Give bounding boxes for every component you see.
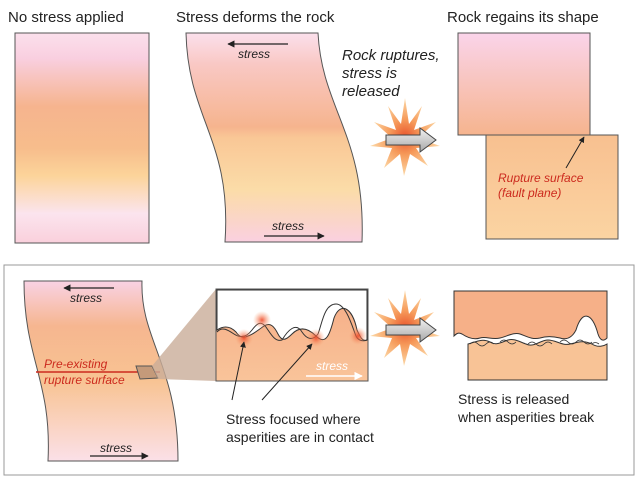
upper-rock-block [457, 32, 591, 136]
transition-arrow-icon [385, 127, 437, 153]
rupture-surface-label-line2: rupture surface [44, 373, 125, 387]
contact-pointer-1 [231, 341, 246, 401]
released-caption-line2: when asperities break [457, 409, 595, 425]
contact-point-glow-4 [349, 327, 367, 345]
fault-plane-label-line1: Rupture surface [498, 171, 584, 185]
contact-caption-line1: Stress focused where [226, 411, 361, 427]
released-caption-line1: Stress is released [458, 391, 569, 407]
panel3-title: Rock regains its shape [447, 9, 599, 26]
rupture-text-line3: released [342, 83, 400, 100]
contact-point-glow-2 [253, 311, 271, 329]
rock-stress-label-top: stress [70, 291, 102, 305]
fault-plane-pointer [565, 136, 585, 169]
faulted-rock-block [23, 280, 179, 462]
zoom-stress-label-bottom: stress [316, 359, 348, 373]
undeformed-rock-block [14, 32, 150, 244]
contact-point-glow-3 [307, 329, 325, 347]
zoom-stress-label-top: stress [226, 301, 258, 315]
contact-point-glow-1 [235, 329, 253, 347]
rupture-surface-label-line1: Pre-existing [44, 357, 108, 371]
contact-caption-line2: asperities are in contact [226, 429, 374, 445]
contact-pointer-2 [261, 343, 313, 401]
lower-rock-block [485, 134, 619, 240]
deformed-rock-block [185, 32, 363, 243]
panel2-title: Stress deforms the rock [176, 9, 335, 26]
rock-stress-label-bottom: stress [100, 441, 132, 455]
transition-arrow-bottom-icon [385, 317, 437, 343]
stress-label-top: stress [238, 47, 270, 61]
rupture-text-line2: stress is [342, 65, 398, 82]
panel1-title: No stress applied [8, 9, 124, 26]
stress-label-bottom: stress [272, 219, 304, 233]
zoom-wedge [152, 289, 216, 381]
fault-plane-label-line2: (fault plane) [498, 186, 561, 200]
broken-asperity-debris [469, 339, 600, 347]
released-upper-block [453, 290, 608, 341]
rupture-text-line1: Rock ruptures, [342, 47, 440, 64]
